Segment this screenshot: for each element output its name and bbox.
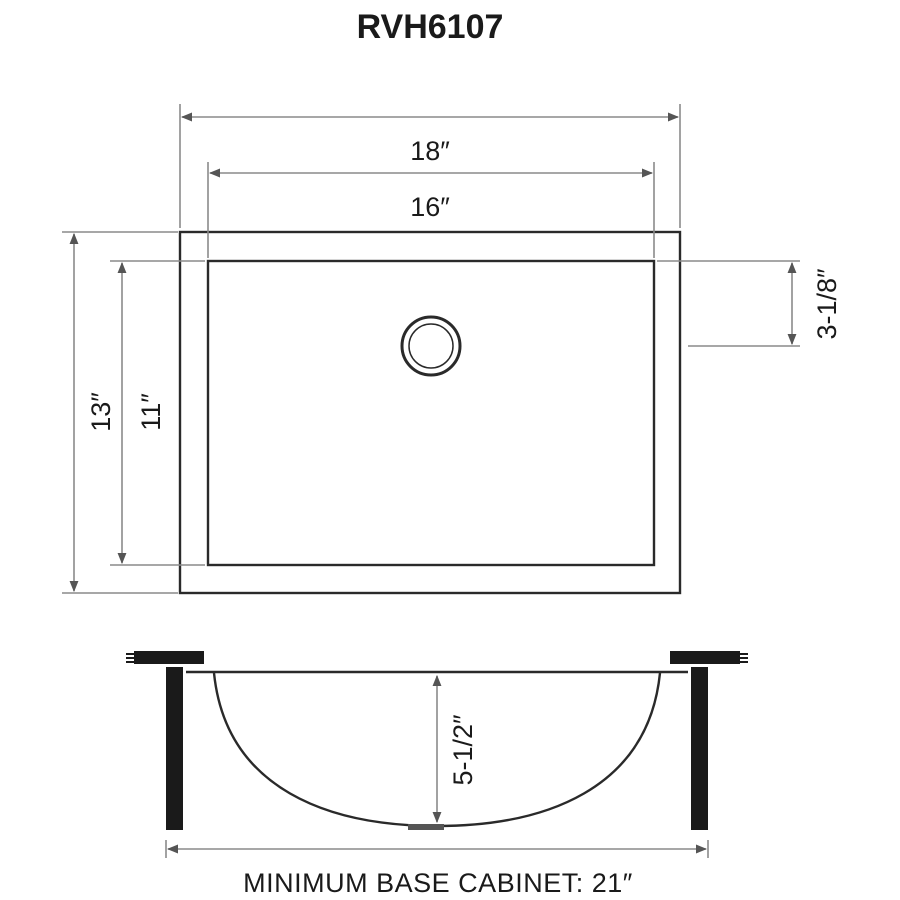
outer-length-label: 13″ — [86, 392, 116, 432]
depth-dimension: 5-1/2″ — [432, 674, 478, 824]
drain-icon — [400, 315, 462, 377]
countertop-right — [670, 651, 748, 664]
cabinet-label: MINIMUM BASE CABINET: 21″ — [243, 868, 633, 898]
outer-rim-outline — [178, 230, 682, 595]
outer-width-dimension: 18″ — [179, 104, 681, 228]
inner-width-dimension: 16″ — [207, 162, 655, 258]
model-title: RVH6107 — [357, 8, 504, 46]
drain-offset-label: 3-1/8″ — [812, 268, 842, 340]
cabinet-wall-left — [166, 667, 183, 830]
inner-bowl-outline — [206, 259, 656, 567]
cabinet-wall-right — [691, 667, 708, 830]
cabinet-width-dimension — [165, 840, 709, 858]
outer-width-label: 18″ — [410, 136, 450, 166]
depth-label: 5-1/2″ — [448, 714, 478, 786]
inner-length-dimension: 11″ — [110, 260, 205, 566]
drain-offset-dimension: 3-1/8″ — [657, 260, 842, 347]
outer-length-dimension: 13″ — [62, 231, 178, 594]
bowl-profile — [186, 670, 688, 830]
countertop-left — [126, 651, 204, 664]
inner-width-label: 16″ — [410, 192, 450, 222]
inner-length-label: 11″ — [136, 393, 166, 431]
